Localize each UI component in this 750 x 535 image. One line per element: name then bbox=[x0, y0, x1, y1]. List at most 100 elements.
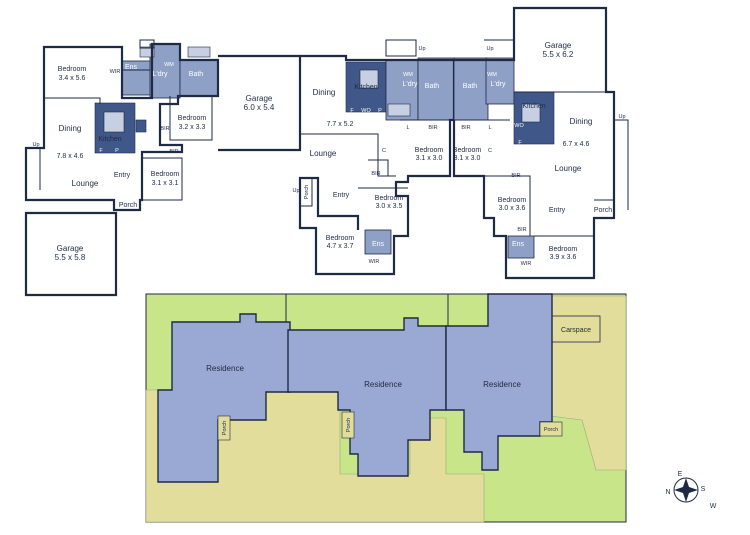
dining-2-dims: 7.7 x 5.2 bbox=[327, 121, 354, 128]
bedroom-4-label: Bedroom bbox=[415, 147, 444, 154]
wir-1-label: WIR bbox=[110, 69, 121, 75]
ldry-3-label: L'dry bbox=[491, 81, 506, 88]
dining-3-dims: 6.7 x 4.6 bbox=[563, 141, 590, 148]
bedroom-3-label: Bedroom bbox=[151, 171, 180, 178]
bath-1-wet bbox=[179, 59, 219, 97]
up-1-label: Up bbox=[32, 142, 39, 148]
carspace-box bbox=[551, 315, 601, 343]
residence-1-label: Residence bbox=[206, 364, 244, 373]
wm-3-label: WM bbox=[487, 72, 497, 78]
bedroom-7-dims: 3.1 x 3.0 bbox=[454, 155, 481, 162]
residence-2-label: Residence bbox=[364, 380, 402, 389]
lounge-1-label: Lounge bbox=[72, 179, 99, 188]
bath-2-label: Bath bbox=[425, 83, 440, 90]
bedroom-6-label: Bedroom bbox=[326, 235, 355, 242]
entry-3-label: Entry bbox=[549, 207, 566, 214]
ensuite-2-wet bbox=[364, 229, 392, 255]
wir-3-label: WIR bbox=[521, 261, 532, 267]
compass-e: E bbox=[678, 471, 683, 478]
lounge-3-label: Lounge bbox=[555, 164, 582, 173]
bir-3c-label: BIR bbox=[517, 227, 526, 233]
bir-1-label: BIR bbox=[169, 149, 178, 155]
up-3b-label: Up bbox=[618, 114, 625, 120]
laundry-3-wet bbox=[485, 57, 515, 105]
kitchen-1-label: Kitchen bbox=[98, 136, 121, 143]
porch-site-3 bbox=[539, 421, 563, 437]
bedroom-2-dims: 3.2 x 3.3 bbox=[179, 124, 206, 131]
porch-1-label: Porch bbox=[119, 202, 137, 209]
up-2b-label: Up bbox=[292, 188, 299, 194]
bir-2b-label: BIR bbox=[371, 171, 380, 177]
bedroom-4-dims: 3.1 x 3.0 bbox=[416, 155, 443, 162]
bedroom-7-label: Bedroom bbox=[453, 147, 482, 154]
bir-1b-label: BIR bbox=[160, 126, 169, 132]
fridge-1-label: F bbox=[99, 148, 103, 154]
bedroom-5-label: Bedroom bbox=[375, 195, 404, 202]
carspace-label: Carspace bbox=[561, 327, 591, 334]
kitchen-3-label: Kitchen bbox=[522, 103, 545, 110]
pantry-2-label: P bbox=[378, 108, 382, 114]
porch-site-2 bbox=[341, 411, 355, 439]
residence-3-label: Residence bbox=[483, 380, 521, 389]
up-3-label: Up bbox=[486, 46, 493, 52]
kitchen-3-island bbox=[521, 103, 541, 123]
unit-2-wall-bir bbox=[368, 159, 389, 176]
compass-s: S bbox=[701, 486, 706, 493]
ens-1-label: Ens bbox=[125, 64, 138, 71]
dining-2-label: Dining bbox=[313, 88, 336, 97]
bedroom-9-dims: 3.9 x 3.6 bbox=[550, 254, 577, 261]
porch-site-2-label: Porch bbox=[346, 418, 352, 432]
bedroom-3-dims: 3.1 x 3.1 bbox=[152, 180, 179, 187]
pantry-1-label: P bbox=[115, 148, 119, 154]
bath-1-tub bbox=[187, 46, 211, 58]
entry-1-label: Entry bbox=[114, 172, 131, 179]
cupboard-3-label: C bbox=[488, 148, 492, 154]
cupboard-2-label: C bbox=[382, 148, 386, 154]
garage-1-walls bbox=[218, 54, 302, 152]
compass-n: N bbox=[665, 489, 670, 496]
porch-2-label: Porch bbox=[304, 185, 310, 199]
garage-2-dims: 5.5 x 5.8 bbox=[55, 253, 86, 262]
garage-1-label: Garage bbox=[246, 94, 273, 103]
ensuite-1-vanity bbox=[139, 46, 155, 58]
dining-1-dims: 7.8 x 4.6 bbox=[57, 153, 84, 160]
bedroom-2-label: Bedroom bbox=[178, 115, 207, 122]
garage-3-label: Garage bbox=[545, 41, 572, 50]
fridge-2-label: F bbox=[350, 108, 354, 114]
kitchen-1-appliance bbox=[135, 119, 147, 133]
unit-2: Dining 7.7 x 5.2 Lounge Kitchen WM L'dry… bbox=[292, 39, 456, 276]
unit-3-deck bbox=[614, 119, 629, 210]
wm-2-label: WM bbox=[403, 72, 413, 78]
kitchen-2-island bbox=[359, 69, 379, 89]
ldry-2-label: L'dry bbox=[403, 81, 418, 88]
bedroom-6-dims: 4.7 x 3.7 bbox=[327, 243, 354, 250]
ldry-1-label: L'dry bbox=[153, 71, 168, 78]
bedroom-5-dims: 3.0 x 3.5 bbox=[376, 203, 403, 210]
garage-2-walls bbox=[24, 211, 118, 297]
residence-3-footprint bbox=[445, 293, 553, 471]
unit-3-walls bbox=[452, 6, 616, 280]
porch-3-label: Porch bbox=[594, 207, 612, 214]
linen-3-label: L bbox=[488, 125, 491, 131]
kitchen-2-label: Kitchen bbox=[354, 84, 377, 91]
ensuite-3-wet bbox=[507, 235, 535, 259]
garage-2-label: Garage bbox=[57, 244, 84, 253]
unit-2-wall-lounge bbox=[300, 133, 396, 177]
compass-w: W bbox=[710, 503, 717, 510]
wo-2-label: WO bbox=[361, 108, 371, 114]
ens-3-label: Ens bbox=[512, 241, 525, 248]
bedroom-1-label: Bedroom bbox=[58, 66, 87, 73]
unit-3: Bath WM L'dry Bedroom 3.1 x 3.0 Garage 5… bbox=[452, 6, 629, 280]
bedroom-8-label: Bedroom bbox=[498, 197, 527, 204]
wo-3-label: WO bbox=[514, 123, 524, 129]
compass-needle-ew bbox=[674, 486, 698, 494]
up-2-label: Up bbox=[418, 46, 425, 52]
porch-site-3-label: Porch bbox=[544, 427, 558, 433]
residence-2-footprint bbox=[287, 317, 447, 477]
dining-3-label: Dining bbox=[570, 117, 593, 126]
residence-1-footprint bbox=[157, 313, 291, 483]
unit-1-deck bbox=[26, 147, 41, 190]
lounge-2-label: Lounge bbox=[310, 149, 337, 158]
